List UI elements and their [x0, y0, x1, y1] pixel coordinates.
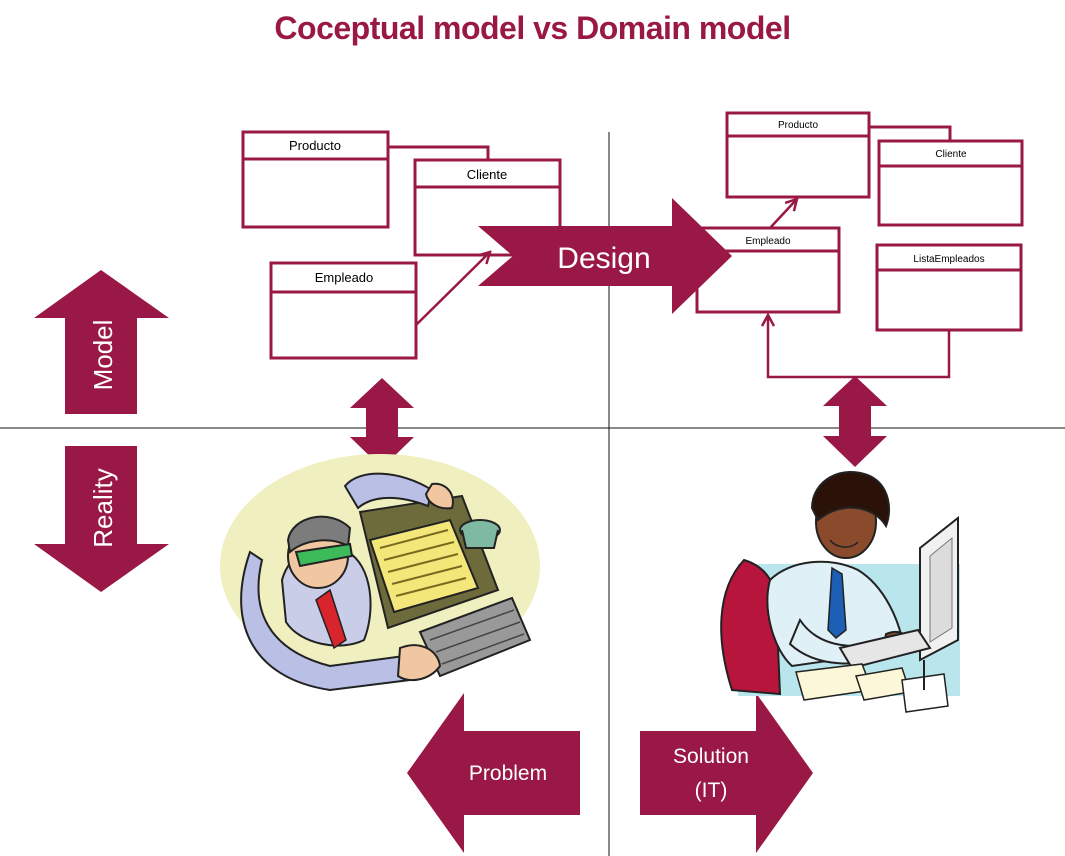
solution-label-line2: (IT) [695, 779, 728, 802]
solution-label-line1: Solution [673, 745, 749, 768]
solution-arrow [640, 693, 813, 853]
double-arrow-right [823, 376, 887, 467]
problem-arrow [407, 693, 580, 853]
reality-label: Reality [88, 468, 118, 547]
design-label: Design [557, 242, 650, 275]
domain-class-box-cliente [877, 139, 1024, 227]
reality-arrow [34, 446, 169, 592]
domain-arrow-empleado-producto [769, 199, 797, 229]
domain-class-label-listaempleados: ListaEmpleados [913, 254, 984, 265]
association-arrow [415, 252, 490, 326]
class-label-empleado: Empleado [315, 270, 374, 285]
conceptual-model [241, 130, 562, 360]
overwhelmed-worker-illustration [220, 454, 540, 692]
it-worker-illustration [720, 471, 960, 713]
domain-class-box-producto [725, 111, 871, 199]
design-arrow [478, 198, 732, 314]
domain-class-label-producto: Producto [778, 120, 818, 131]
model-label: Model [88, 320, 118, 391]
problem-label: Problem [469, 762, 547, 785]
page-title: Coceptual model vs Domain model [274, 10, 791, 46]
double-arrow-left [350, 378, 414, 468]
class-label-cliente: Cliente [467, 167, 507, 182]
domain-class-label-empleado: Empleado [745, 236, 790, 247]
domain-arrow-lista-empleado [768, 315, 951, 379]
class-box-producto [241, 130, 390, 229]
domain-class-label-cliente: Cliente [935, 149, 967, 160]
domain-class-box-listaempleados [875, 243, 1023, 332]
model-arrow [34, 270, 169, 414]
class-label-producto: Producto [289, 138, 341, 153]
class-box-empleado [269, 261, 418, 360]
class-box-cliente [413, 158, 562, 257]
